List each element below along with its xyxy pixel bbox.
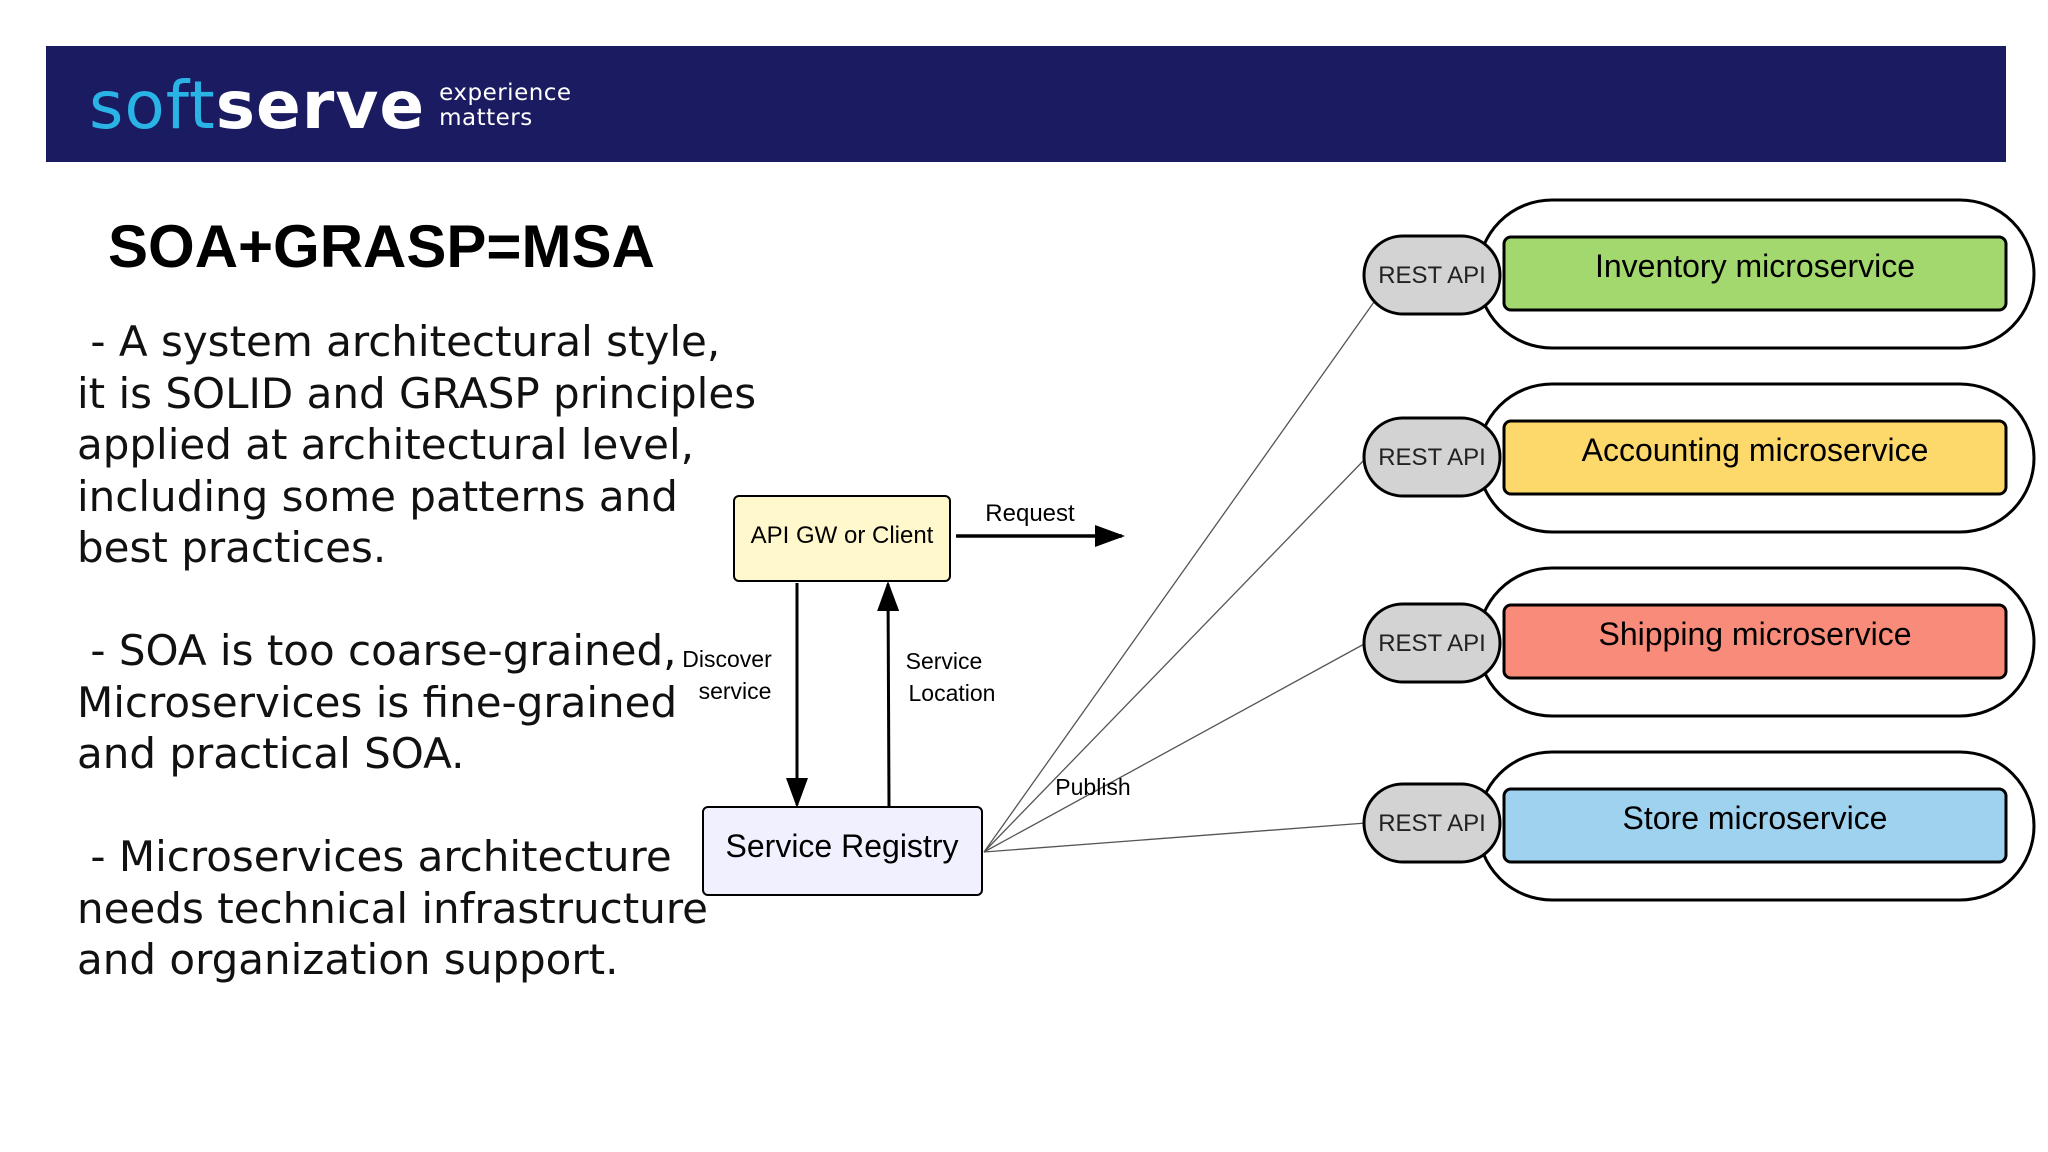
- rest-api-shipping: [1362, 602, 1502, 684]
- api-gateway-box: [733, 495, 951, 582]
- location-label-line2: Location: [909, 680, 996, 706]
- discover-label-line1: Discover: [682, 646, 772, 672]
- store-service-bar: [1502, 787, 2008, 864]
- slide-body: - A system architectural style, it is SO…: [77, 316, 757, 1037]
- inventory-service-label: Inventory microservice: [1595, 248, 1915, 284]
- accounting-service-bar: [1502, 419, 2008, 496]
- rest-api-inventory: [1362, 234, 1502, 316]
- logo-soft-text: soft: [89, 67, 216, 144]
- logo-tagline: experience matters: [439, 81, 571, 131]
- request-label: Request: [985, 500, 1075, 527]
- publish-line-shipping: [983, 642, 1367, 853]
- rest-api-accounting: [1362, 416, 1502, 498]
- tagline-line1: experience: [439, 80, 572, 106]
- logo-serve-text: serve: [215, 67, 426, 144]
- publish-label: Publish: [1055, 774, 1130, 800]
- location-label-line1: Service: [906, 648, 983, 674]
- paragraph-definition: - A system architectural style, it is SO…: [77, 317, 770, 572]
- paragraph-infrastructure: - Microservices architecture needs techn…: [77, 832, 722, 984]
- rest-api-store: [1362, 782, 1502, 864]
- rest-api-store-label: REST API: [1378, 810, 1486, 837]
- shipping-service-bar: [1502, 603, 2008, 680]
- rest-api-accounting-label: REST API: [1378, 444, 1486, 471]
- publish-line-accounting: [983, 457, 1367, 853]
- api-gateway-label: API GW or Client: [751, 522, 934, 549]
- rest-api-inventory-label: REST API: [1378, 262, 1486, 289]
- shipping-service-label: Shipping microservice: [1598, 616, 1911, 652]
- publish-lines: [983, 301, 1375, 853]
- rest-api-shipping-label: REST API: [1378, 630, 1486, 657]
- store-service-label: Store microservice: [1623, 800, 1888, 836]
- discover-label-line2: service: [699, 678, 772, 704]
- tagline-line2: matters: [439, 105, 533, 131]
- inventory-service-bar: [1502, 235, 2008, 312]
- service-registry-box: [702, 806, 983, 896]
- location-arrow: [877, 581, 900, 808]
- publish-line-inventory: [983, 301, 1375, 853]
- slide-title: SOA+GRASP=MSA: [108, 213, 655, 280]
- paragraph-granularity: - SOA is too coarse-grained, Microservic…: [77, 626, 691, 778]
- accounting-service-label: Accounting microservice: [1582, 432, 1929, 468]
- publish-line-store: [983, 822, 1367, 853]
- service-registry-label: Service Registry: [726, 828, 959, 864]
